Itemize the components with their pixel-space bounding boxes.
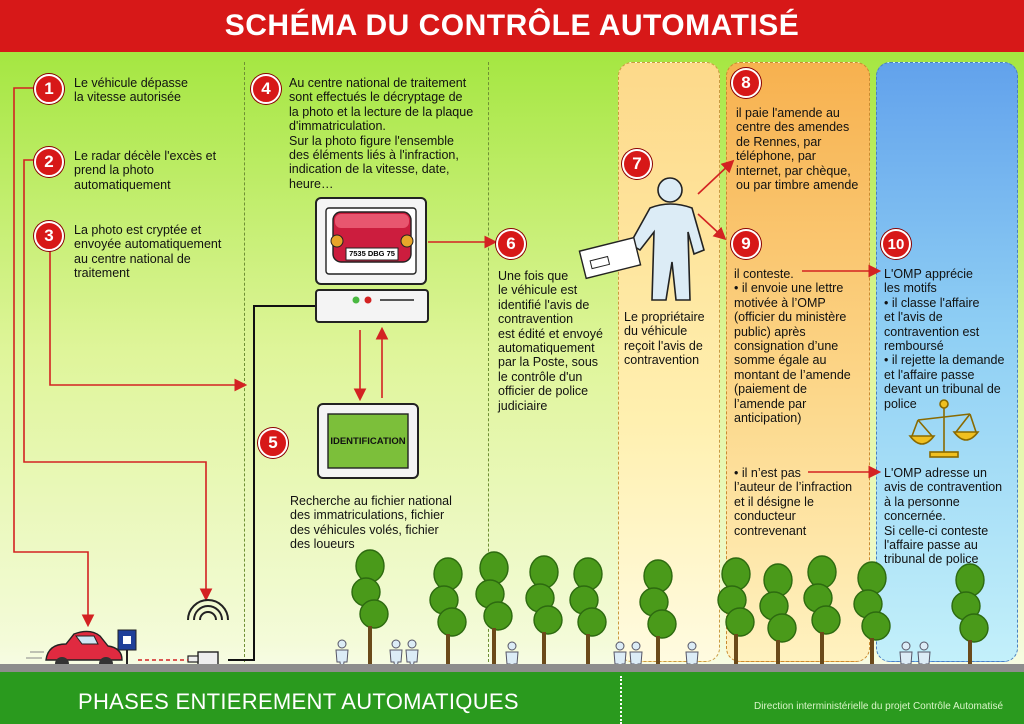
step-badge-10: 10	[881, 229, 911, 259]
tree-row	[351, 549, 989, 666]
panel-omp	[876, 62, 1018, 662]
identification-label: IDENTIFICATION	[330, 436, 406, 447]
road	[0, 664, 1024, 674]
step-badge-6: 6	[496, 229, 526, 259]
footer-divider	[620, 676, 622, 724]
step-badge-5: 5	[258, 428, 288, 458]
step-badge-9: 9	[731, 229, 761, 259]
footer-phase-label: PHASES ENTIEREMENT AUTOMATIQUES	[78, 689, 519, 714]
arrow-to-step8	[697, 159, 735, 195]
person-figure	[628, 177, 705, 301]
step-text-5: Recherche au fichier national des immatr…	[290, 494, 452, 552]
license-plate: 7535 DBG 75	[349, 249, 395, 258]
flow-line-1	[13, 87, 95, 628]
step-badge-2: 2	[34, 147, 64, 177]
computer-monitor	[315, 197, 429, 323]
step-text-10b: L'OMP adresse un avis de contravention à…	[884, 466, 1003, 567]
envelope-icon	[578, 236, 642, 280]
step-badge-7: 7	[622, 149, 652, 179]
identification-screen	[317, 403, 419, 479]
step-text-2: Le radar décèle l'excès et prend la phot…	[74, 149, 217, 192]
step-text-4: Au centre national de traitement sont ef…	[289, 76, 474, 191]
column-divider	[488, 62, 489, 662]
step-badge-1: 1	[34, 74, 64, 104]
ground-strip	[0, 672, 1024, 724]
step-text-3: La photo est cryptée et envoyée automati…	[74, 223, 222, 281]
step-text-8: il paie l'amende au centre des amendes d…	[736, 106, 859, 193]
panel-payment	[726, 62, 870, 662]
step-badge-8: 8	[731, 68, 761, 98]
data-link-line	[228, 305, 316, 661]
step-text-6: Une fois que le véhicule est identifié l…	[498, 269, 603, 413]
title-bar: SCHÉMA DU CONTRÔLE AUTOMATISÉ	[0, 0, 1024, 52]
footer-credit: Direction interministérielle du projet C…	[754, 701, 1004, 712]
page-title: SCHÉMA DU CONTRÔLE AUTOMATISÉ	[224, 9, 800, 42]
column-divider	[244, 62, 245, 662]
step-badge-4: 4	[251, 74, 281, 104]
step-text-7: Le propriétaire du véhicule reçoit l'avi…	[624, 310, 705, 368]
step-text-9: il conteste. • il envoie une lettre moti…	[734, 267, 851, 426]
radar-device	[187, 599, 229, 676]
flow-line-2	[23, 159, 213, 602]
step-badge-3: 3	[34, 221, 64, 251]
step-text-9b: • il n’est pas l’auteur de l’infraction …	[734, 466, 853, 538]
arrow-to-step9	[697, 213, 727, 241]
step-text-10: L'OMP apprécie les motifs • il classe l'…	[884, 267, 1005, 411]
scales-icon	[908, 399, 980, 458]
step-text-1: Le véhicule dépasse la vitesse autorisée	[74, 76, 188, 105]
